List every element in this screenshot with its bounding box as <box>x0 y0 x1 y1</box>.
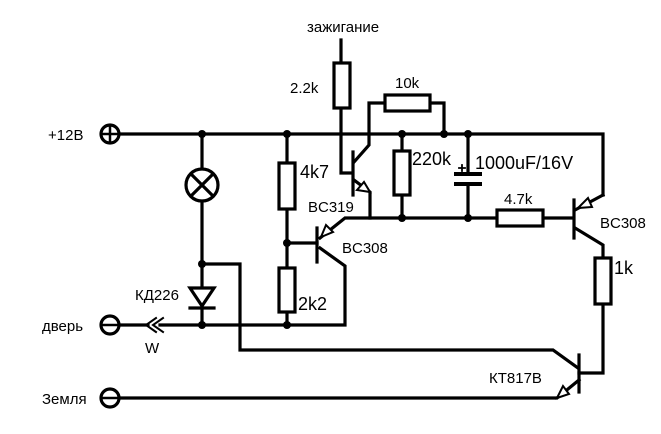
label-q2: BC308 <box>342 240 388 257</box>
label-r-4k7: 4k7 <box>300 162 329 182</box>
door-connector-icon <box>144 316 165 334</box>
label-door: дверь <box>42 318 83 335</box>
terminal-ground <box>99 387 121 409</box>
junction-dots <box>198 130 472 329</box>
lamp-icon <box>184 167 220 203</box>
label-w: W <box>145 340 160 357</box>
label-r-2k2: 2k2 <box>298 294 327 314</box>
resistor-10k <box>383 93 432 113</box>
terminal-door <box>99 314 121 336</box>
label-plus12: +12В <box>48 127 83 144</box>
label-diode: КД226 <box>135 287 179 304</box>
resistor-220k <box>392 149 412 197</box>
resistor-2.2k <box>332 61 352 110</box>
label-q1: BC319 <box>308 199 354 216</box>
transistor-bc308-right-icon <box>572 196 594 240</box>
transistor-bc308-left-icon <box>315 223 335 264</box>
resistor-4k7 <box>277 161 297 211</box>
label-q3: BC308 <box>600 215 646 232</box>
diode-icon <box>187 286 217 310</box>
capacitor-icon <box>454 164 482 186</box>
label-capacitor: 1000uF/16V <box>475 153 573 173</box>
label-r-10k: 10k <box>395 75 420 92</box>
label-ground: Земля <box>42 391 87 408</box>
transistor-bc319-icon <box>351 150 372 197</box>
transistor-kt817b-icon <box>555 353 581 400</box>
label-r-220k: 220k <box>412 149 452 169</box>
label-ignition: зажигание <box>307 19 379 36</box>
terminal-plus12 <box>99 123 121 145</box>
label-r-1k: 1k <box>614 258 634 278</box>
resistor-1k <box>593 256 613 306</box>
resistor-2k2 <box>277 266 297 314</box>
label-r-4.7k: 4.7k <box>504 191 533 208</box>
label-q4: КТ817В <box>489 370 542 387</box>
label-r-2.2k: 2.2k <box>290 80 319 97</box>
resistor-4.7k <box>495 208 545 228</box>
